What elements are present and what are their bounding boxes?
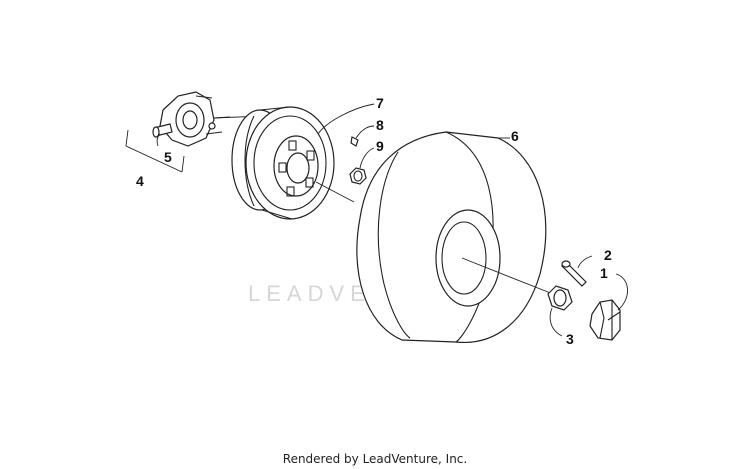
callout-5: 5: [164, 149, 172, 165]
lug-nut: [349, 167, 367, 185]
leader-lines: [125, 103, 628, 337]
callout-9: 9: [376, 138, 384, 154]
valve-stem: [350, 136, 359, 147]
castle-nut: [547, 285, 573, 311]
callout-8: 8: [376, 117, 384, 133]
callout-7: 7: [376, 95, 384, 111]
callout-2: 2: [604, 247, 612, 263]
callout-3: 3: [566, 331, 574, 347]
callout-1: 1: [600, 265, 608, 281]
wheel-hub: [159, 91, 231, 147]
tire: [356, 131, 547, 344]
footer-credit: Rendered by LeadVenture, Inc.: [282, 452, 468, 466]
callout-4: 4: [136, 173, 144, 189]
cotter-pin: [561, 260, 587, 287]
callout-6: 6: [511, 128, 519, 144]
hub-stud: [152, 123, 173, 138]
hub-cap: [589, 299, 621, 341]
rim-to-tire-line: [315, 181, 355, 203]
axle-centerline: [461, 257, 559, 297]
wheel-rim: [231, 106, 335, 220]
